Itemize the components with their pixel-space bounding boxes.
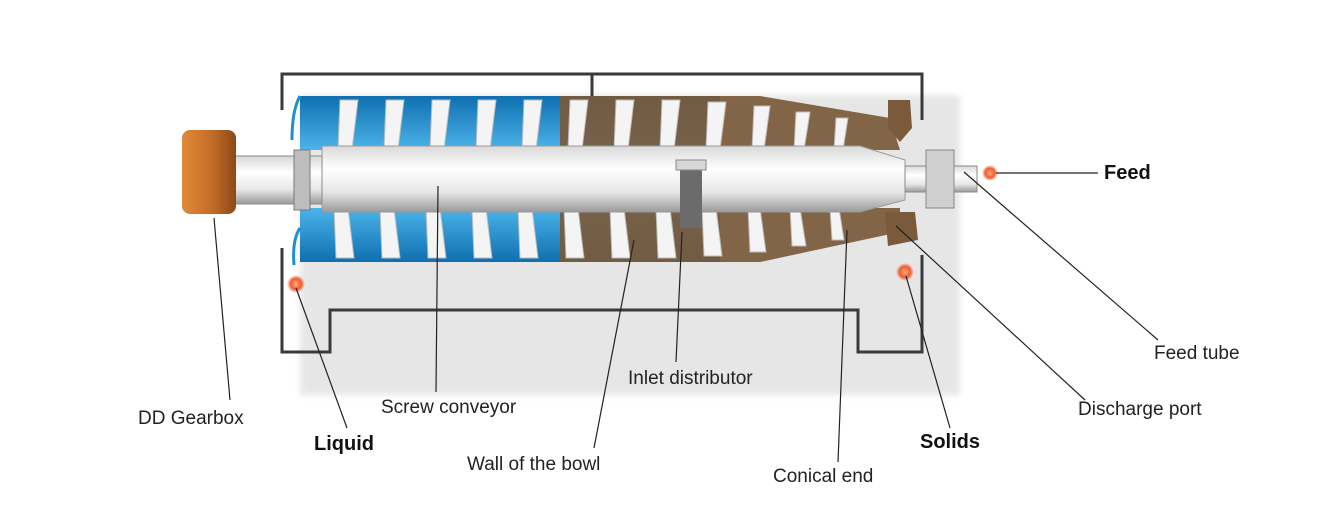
leader-conical-end <box>837 229 848 463</box>
screw-flights <box>333 99 849 259</box>
label-conical-end: Conical end <box>773 466 874 487</box>
inlet-distributor-cap <box>675 159 707 171</box>
label-liquid: Liquid <box>314 433 374 455</box>
leader-liquid <box>295 287 348 429</box>
discharge-chute <box>888 100 912 142</box>
shaft-bearing <box>293 149 311 211</box>
feed-marker <box>982 165 998 181</box>
leader-inlet-distributor <box>675 231 683 363</box>
label-solids: Solids <box>920 431 981 453</box>
solids-marker <box>896 263 914 281</box>
solids-zone-bottom <box>560 208 900 262</box>
solids-zone-top <box>560 96 900 150</box>
label-feed: Feed <box>1104 162 1151 184</box>
label-feed-tube: Feed tube <box>1154 343 1240 364</box>
leader-solids <box>905 275 951 429</box>
label-screw-conveyor: Screw conveyor <box>381 397 517 418</box>
liquid-marker <box>287 275 305 293</box>
housing-frame <box>280 72 924 354</box>
leader-wall-of-the-bowl <box>593 239 635 449</box>
label-discharge-port: Discharge port <box>1078 399 1202 420</box>
leader-lines <box>213 171 1159 463</box>
liquid-outlet-bottom <box>292 227 302 266</box>
leader-dd-gearbox <box>213 217 231 401</box>
liquid-outlet-top <box>290 95 302 141</box>
leader-screw-conveyor <box>435 185 439 393</box>
inlet-distributor <box>680 164 702 228</box>
conveyor-hub <box>321 145 906 213</box>
discharge-chute-bottom <box>885 212 918 246</box>
label-dd-gearbox: DD Gearbox <box>138 408 244 429</box>
label-wall-of-the-bowl: Wall of the bowl <box>467 454 601 475</box>
feed-tube-flange <box>925 149 955 209</box>
label-inlet-distributor: Inlet distributor <box>628 368 753 389</box>
leader-discharge-port <box>895 225 1086 401</box>
gearbox <box>182 130 236 214</box>
leader-feed-tube <box>963 171 1159 341</box>
